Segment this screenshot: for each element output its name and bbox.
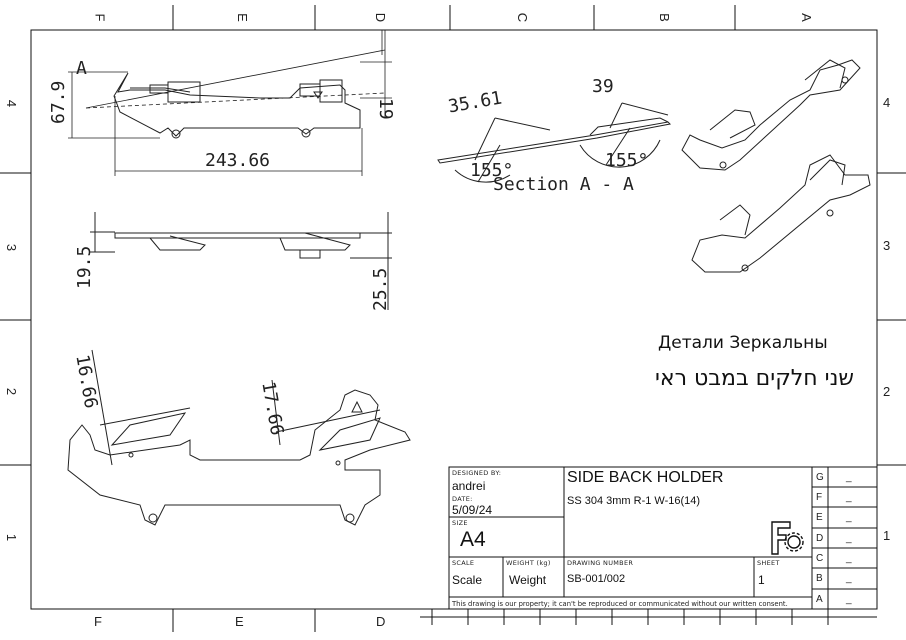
zone-column-a-top: A [798, 13, 814, 22]
top-view [113, 72, 361, 139]
zone-row-4-right: 4 [883, 95, 891, 110]
zone-row-3-right: 3 [883, 238, 891, 253]
date-value: 5/09/24 [452, 503, 493, 517]
note-mirrored-russian: Детали Зеркальны [658, 333, 828, 353]
revision-mark: _ [846, 472, 852, 483]
drawing-number-value: SB-001/002 [567, 573, 626, 585]
zone-column-f-top: F [92, 13, 108, 22]
dim-right-side-view: 25.5 [370, 267, 391, 311]
dim-height-top-view: 67.9 [48, 80, 69, 124]
drawing-number-label: DRAWING NUMBER [567, 559, 634, 567]
sheet-label: SHEET [757, 559, 780, 567]
section-label: Section A - A [493, 174, 634, 195]
revision-letter-c: C [816, 553, 824, 564]
revision-letter-a: A [816, 594, 823, 605]
isometric-view-top [681, 59, 861, 171]
dim-left-side-view: 19.5 [74, 245, 95, 289]
size-label: SIZE [452, 519, 468, 527]
side-view [90, 212, 392, 310]
revision-letter-f: F [816, 492, 823, 503]
revision-letter-d: D [816, 533, 824, 544]
dim-right-section: 39 [592, 76, 614, 97]
zone-row-4-left: 4 [4, 99, 20, 108]
zone-column-b-top: B [656, 13, 672, 22]
angle-left-section: 155° [470, 160, 514, 181]
zone-column-d-top: D [373, 12, 389, 23]
zone-column-f-bottom: F [94, 614, 102, 629]
zone-column-e-top: E [234, 13, 250, 22]
scale-value: Scale [452, 573, 483, 587]
section-view [437, 102, 672, 183]
drawing-title: SIDE BACK HOLDER [567, 469, 724, 486]
dim-offset-top-view: 19 [375, 98, 396, 120]
company-logo [771, 521, 804, 555]
scale-label: SCALE [452, 559, 475, 567]
revision-mark: _ [846, 594, 852, 605]
revision-mark: _ [846, 553, 852, 564]
date-label: DATE: [452, 495, 473, 503]
zone-row-2-right: 2 [883, 384, 891, 399]
designed-by-label: DESIGNED BY: [452, 469, 502, 477]
revision-mark: _ [846, 492, 852, 503]
isometric-view-bottom [691, 154, 871, 273]
sheet-value: 1 [758, 573, 765, 587]
revision-letter-e: E [816, 512, 823, 523]
revision-mark: _ [846, 533, 852, 544]
bottom-ruler-ticks [431, 609, 829, 625]
zone-row-1-left: 1 [4, 533, 20, 542]
revision-mark: _ [846, 512, 852, 523]
weight-label: WEIGHT (kg) [506, 559, 551, 567]
weight-value: Weight [509, 573, 547, 587]
zone-column-e-bottom: E [235, 614, 244, 629]
revision-letter-g: G [816, 472, 824, 483]
note-mirrored-hebrew: שני חלקים במבט ראי [655, 366, 854, 391]
drawing-subtitle: SS 304 3mm R-1 W-16(14) [567, 495, 701, 507]
zone-row-1-right: 1 [883, 528, 891, 543]
zone-row-2-left: 2 [4, 387, 20, 396]
detail-view [67, 349, 411, 526]
revision-letter-b: B [816, 573, 823, 584]
top-view-dimensions [68, 30, 392, 176]
angle-right-section: 155° [605, 150, 649, 171]
zone-column-c-top: C [515, 12, 531, 23]
section-marker-a: A [76, 58, 87, 79]
designed-by-value: andrei [452, 479, 486, 493]
revision-mark: _ [846, 573, 852, 584]
zone-row-3-left: 3 [4, 243, 20, 252]
size-value: A4 [460, 528, 486, 551]
dim-length-top-view: 243.66 [205, 150, 271, 171]
title-block [448, 466, 878, 610]
zone-column-d-bottom: D [376, 614, 386, 629]
property-disclaimer: This drawing is our property; it can't b… [452, 600, 788, 608]
